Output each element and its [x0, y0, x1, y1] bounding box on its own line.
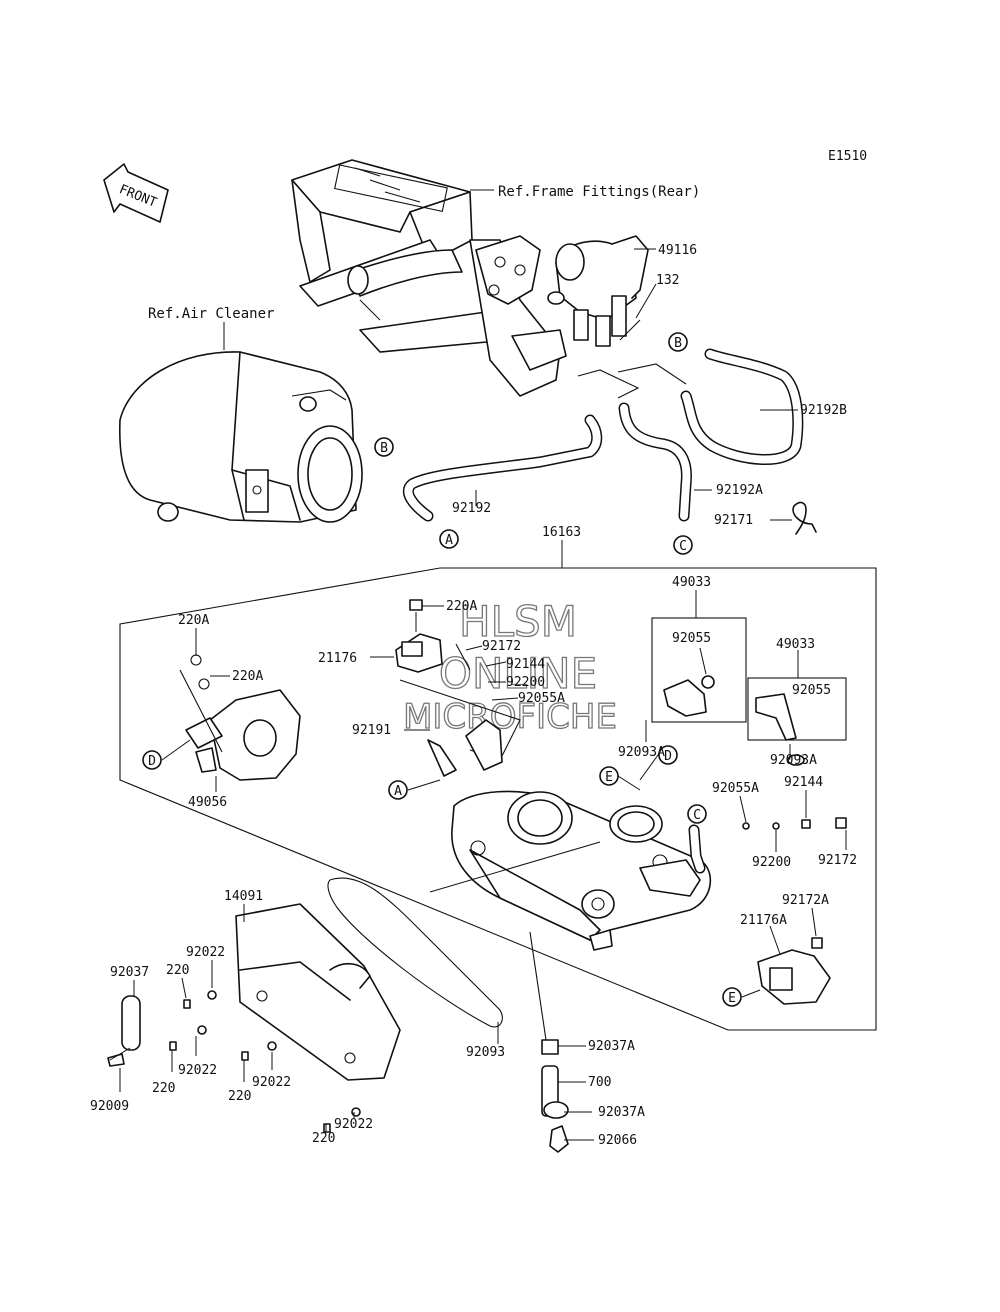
part-label-92191: 92191: [352, 723, 391, 738]
part-label-220a-c: 220A: [232, 669, 263, 684]
part-label-220a-b: 220A: [178, 613, 209, 628]
part-label-220a-a: 220A: [446, 599, 477, 614]
tps-sensor: [757, 937, 831, 1005]
frame-fittings: [291, 159, 567, 397]
part-label-92093a-b: 92093A: [770, 753, 817, 768]
lower-hose: [529, 931, 569, 1153]
part-label-92192a: 92192A: [716, 483, 763, 498]
part-label-132: 132: [656, 273, 679, 288]
ref-air-cleaner: Ref.Air Cleaner: [148, 306, 274, 322]
watermark-line-1: HLSM: [459, 597, 577, 646]
marker-c-mid: C: [693, 808, 701, 823]
part-label-92144-b: 92144: [784, 775, 823, 790]
injector-1: [663, 647, 715, 717]
marker-c-top: C: [679, 539, 687, 554]
part-label-21176a: 21176A: [740, 913, 787, 928]
sensor-small-parts: [742, 817, 847, 830]
map-sensor: [395, 599, 521, 777]
part-label-92192b: 92192B: [800, 403, 847, 418]
part-label-92022-d: 92022: [334, 1117, 373, 1132]
marker-b-left: B: [380, 441, 388, 456]
assembly-frame: [119, 567, 877, 1031]
part-label-220-a: 220: [166, 963, 189, 978]
marker-d-left: D: [148, 754, 156, 769]
part-label-49033-a: 49033: [672, 575, 711, 590]
part-label-92172-b: 92172: [818, 853, 857, 868]
marker-a-mid: A: [394, 784, 402, 799]
solenoid-valve: [547, 235, 649, 347]
injector-box-2: [747, 677, 847, 741]
part-label-220-c: 220: [228, 1089, 251, 1104]
part-label-92144-a: 92144: [506, 657, 545, 672]
part-label-92172-a: 92172: [482, 639, 521, 654]
part-label-92055a-b: 92055A: [712, 781, 759, 796]
part-label-92022-c: 92022: [252, 1075, 291, 1090]
injector-box-1: [651, 617, 747, 723]
part-label-92037a-a: 92037A: [588, 1039, 635, 1054]
part-label-92037a-b: 92037A: [598, 1105, 645, 1120]
part-label-92066: 92066: [598, 1133, 637, 1148]
part-label-92055-b: 92055: [792, 683, 831, 698]
diagram-code: E1510: [828, 149, 867, 164]
part-label-92055a-a: 92055A: [518, 691, 565, 706]
throttle-body: [429, 790, 712, 951]
marker-e-mid: E: [605, 770, 613, 785]
part-label-92192: 92192: [452, 501, 491, 516]
leader-lines: [119, 248, 847, 1141]
part-label-21176: 21176: [318, 651, 357, 666]
part-label-220-d: 220: [312, 1131, 335, 1146]
part-label-92093a-a: 92093A: [618, 745, 665, 760]
part-label-220-b: 220: [152, 1081, 175, 1096]
air-cleaner: [119, 351, 363, 523]
marker-d-mid: D: [664, 749, 672, 764]
gasket: [327, 877, 503, 1028]
marker-e-low: E: [728, 991, 736, 1006]
intake-joint: [179, 654, 301, 781]
part-label-92009: 92009: [90, 1099, 129, 1114]
injector-2: [755, 693, 805, 766]
part-label-92022-b: 92022: [178, 1063, 217, 1078]
watermark-line-2: ONLINE: [439, 649, 597, 698]
part-label-92022-a: 92022: [186, 945, 225, 960]
hoses-upper: [402, 319, 817, 535]
part-label-49033-b: 49033: [776, 637, 815, 652]
part-label-700: 700: [588, 1075, 611, 1090]
part-label-49056: 49056: [188, 795, 227, 810]
part-label-92037: 92037: [110, 965, 149, 980]
front-arrow-icon: FRONT: [103, 163, 169, 223]
part-label-92172a: 92172A: [782, 893, 829, 908]
part-label-49116: 49116: [658, 243, 697, 258]
part-label-92171: 92171: [714, 513, 753, 528]
part-label-92055-a: 92055: [672, 631, 711, 646]
bracket-and-bolts: [107, 990, 361, 1133]
part-label-92093: 92093: [466, 1045, 505, 1060]
part-label-14091: 14091: [224, 889, 263, 904]
marker-b-top: B: [674, 336, 682, 351]
ref-frame-fittings: Ref.Frame Fittings(Rear): [498, 184, 700, 200]
part-label-92200-b: 92200: [752, 855, 791, 870]
cover-plate: [235, 903, 401, 1081]
part-label-92200-a: 92200: [506, 675, 545, 690]
marker-a-top: A: [445, 533, 453, 548]
part-labels: 49116 132 92192B 92192 92192A 92171 16163 49033…: [90, 243, 857, 1148]
markers: B B A C D A E D C E: [142, 332, 742, 1007]
part-label-16163: 16163: [542, 525, 581, 540]
